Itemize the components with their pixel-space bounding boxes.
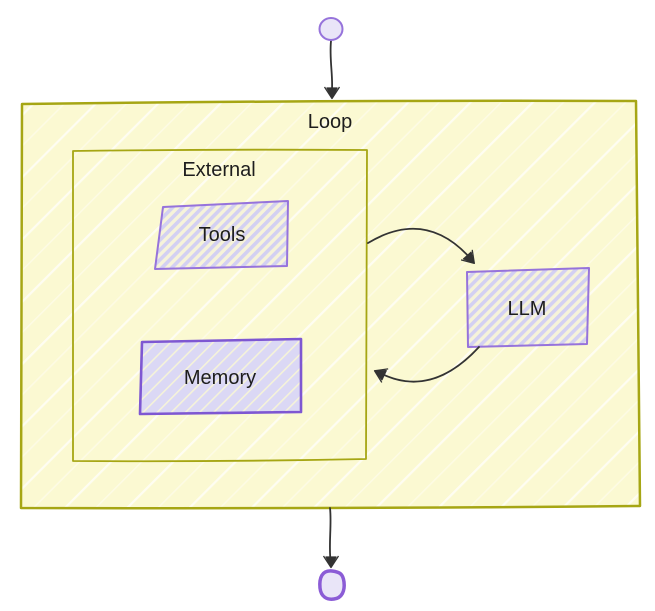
external-subgraph: External — [72, 148, 368, 463]
arrowhead-icon — [373, 368, 389, 383]
arrowheads-layer — [322, 86, 475, 569]
edge-start-to-loop — [329, 40, 334, 96]
edge-llm-to-external — [377, 346, 480, 383]
loop-label: Loop — [308, 111, 353, 133]
llm-label: LLM — [508, 298, 547, 320]
edge-loop-to-end — [328, 507, 332, 565]
tools-node-box — [154, 200, 289, 270]
external-label: External — [182, 159, 255, 181]
llm-node-box — [466, 267, 590, 348]
external-subgraph-border — [72, 148, 368, 463]
tools-node: Tools — [154, 200, 289, 270]
memory-label: Memory — [184, 367, 256, 389]
arrowhead-icon — [322, 555, 340, 569]
start-node — [318, 17, 344, 41]
end-node — [318, 569, 346, 601]
edge-external-to-llm — [367, 227, 472, 260]
llm-node: LLM — [466, 267, 590, 348]
arrowhead-icon — [323, 86, 341, 100]
memory-node: Memory — [138, 337, 303, 416]
memory-node-box — [138, 337, 303, 416]
arrowhead-icon — [460, 249, 475, 265]
tools-label: Tools — [199, 224, 246, 246]
